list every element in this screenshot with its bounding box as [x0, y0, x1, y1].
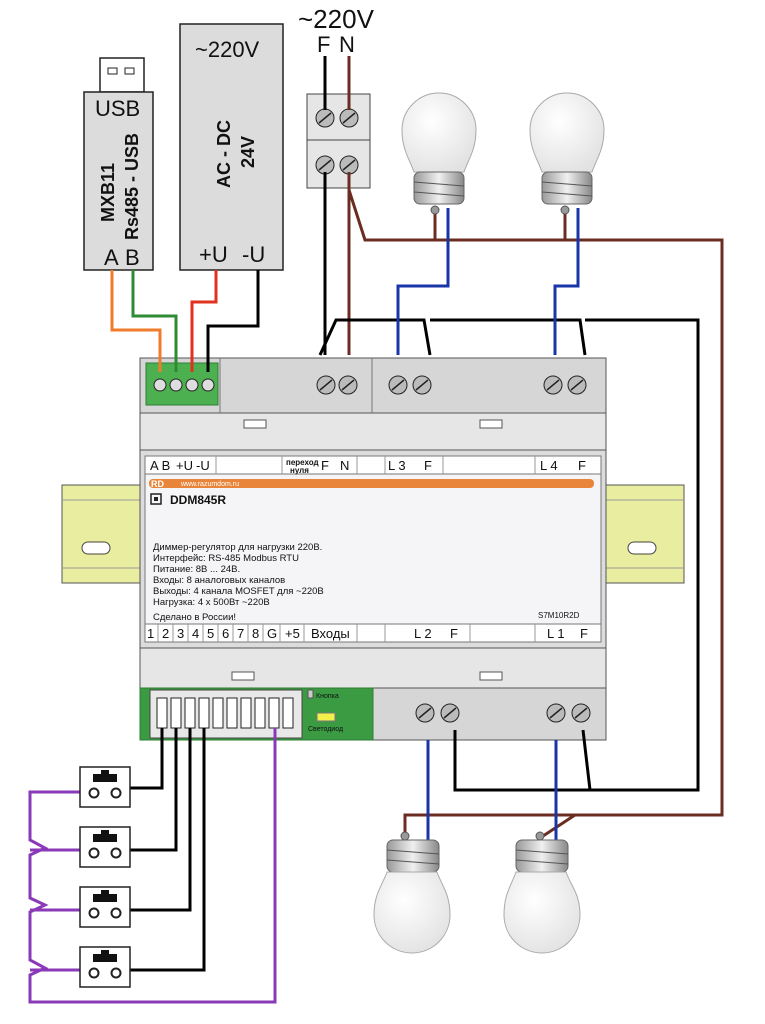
- bulb-icon: [373, 831, 451, 954]
- psu-type-label: AC - DC: [214, 120, 234, 188]
- strip-l4: L 4: [540, 458, 558, 473]
- desc-line-4: Входы: 8 аналоговых каналов: [153, 575, 285, 586]
- wire-in1: [130, 728, 164, 790]
- input-2-label: 2: [162, 626, 169, 641]
- desc-line-6: Нагрузка: 4 x 500Вт ~220В: [153, 597, 270, 608]
- usb-port-label: USB: [95, 96, 140, 121]
- input-6-label: 6: [222, 626, 229, 641]
- wire-f-right: [585, 318, 700, 792]
- usb-pin-b: B: [125, 245, 140, 270]
- strip-inputs: Входы: [311, 626, 350, 641]
- mains-phase-label: F: [317, 32, 330, 57]
- strip-f4: F: [578, 458, 586, 473]
- wire-f-bottom: [453, 729, 592, 792]
- dimmer-device: A B +U -U переход нуля F N L 3 F L 4 F R…: [139, 357, 607, 741]
- brand-label: RD: [151, 479, 164, 489]
- psu-minus-label: -U: [242, 242, 265, 267]
- wire-l4-load: [553, 208, 580, 355]
- push-button-icon: [79, 946, 131, 988]
- strip-f: F: [321, 458, 329, 473]
- wire-common: [28, 728, 277, 1004]
- input-5-label: 5: [207, 626, 214, 641]
- strip-jumper-1: переход: [286, 458, 319, 467]
- wire-in4: [130, 728, 206, 972]
- bulb-icon: [503, 831, 581, 954]
- push-button-icon: [79, 886, 131, 928]
- usb-model-label: MXB11: [98, 163, 118, 222]
- mains-neutral-label: N: [339, 32, 355, 57]
- wire-rs485-a: [110, 270, 162, 372]
- psu-input-label: ~220V: [195, 37, 260, 62]
- strip-g: G: [267, 626, 277, 641]
- button-label: Кнопка: [316, 693, 339, 700]
- input-8-label: 8: [252, 626, 259, 641]
- wire-in3: [130, 728, 192, 912]
- strip-f1: F: [580, 626, 588, 641]
- strip-jumper-2: нуля: [290, 466, 309, 475]
- usb-adapter: [83, 57, 154, 271]
- desc-line-5: Выходы: 4 канала MOSFET для ~220В: [153, 586, 324, 597]
- device-model: DDM845R: [170, 493, 226, 507]
- strip-minus-u: -U: [196, 458, 210, 473]
- mains-terminal-block: [306, 93, 371, 189]
- wire-in2: [130, 728, 178, 852]
- psu-plus-label: +U: [199, 242, 228, 267]
- strip-n: N: [340, 458, 349, 473]
- wire-psu-plus: [190, 270, 218, 372]
- strip-l2: L 2: [414, 626, 432, 641]
- wire-l3-load: [396, 208, 450, 355]
- psu-output-label: 24V: [238, 136, 258, 168]
- usb-type-label: Rs485 - USB: [122, 133, 142, 240]
- serial-label: S7M10R2D: [538, 611, 580, 620]
- led-label: Светодиод: [308, 726, 343, 733]
- rd-logo-icon: [150, 493, 162, 505]
- screw-terminal-icon: [316, 375, 591, 723]
- power-supply: [179, 23, 284, 271]
- din-rail-icon: [61, 484, 685, 584]
- push-button-icon: [79, 826, 131, 868]
- wire-f-top: [318, 318, 432, 356]
- strip-plus5: +5: [285, 626, 300, 641]
- wire-psu-minus: [206, 270, 260, 372]
- power-rs485-terminal: [145, 362, 219, 406]
- push-button-icon: [79, 766, 131, 808]
- made-in-label: Сделано в России!: [153, 612, 236, 623]
- bulb-icon: [401, 92, 477, 215]
- wire-neutral-bulb-bot1: [403, 813, 581, 840]
- desc-line-1: Диммер-регулятор для нагрузки 220В.: [153, 542, 322, 553]
- bulb-icon: [529, 92, 605, 215]
- strip-l1: L 1: [547, 626, 565, 641]
- desc-line-3: Питание: 8В ... 24В.: [153, 564, 240, 575]
- strip-l3: L 3: [388, 458, 406, 473]
- wire-rs485-b: [131, 270, 178, 372]
- desc-line-2: Интерфейс: RS-485 Modbus RTU: [153, 553, 299, 564]
- strip-plus-u: +U: [176, 458, 193, 473]
- strip-f2: F: [450, 626, 458, 641]
- input-4-label: 4: [192, 626, 199, 641]
- strip-ab: A B: [150, 458, 170, 473]
- input-1-label: 1: [147, 626, 154, 641]
- wire-neutral-loop: [347, 189, 724, 817]
- inputs-terminal: Кнопка Светодиод: [139, 687, 374, 741]
- wire-f-top-2: [430, 318, 587, 356]
- input-7-label: 7: [237, 626, 244, 641]
- website-label: www.razumdom.ru: [180, 481, 239, 488]
- usb-pin-a: A: [104, 245, 119, 270]
- strip-f3: F: [424, 458, 432, 473]
- mains-voltage-label: ~220V: [298, 4, 375, 34]
- input-3-label: 3: [177, 626, 184, 641]
